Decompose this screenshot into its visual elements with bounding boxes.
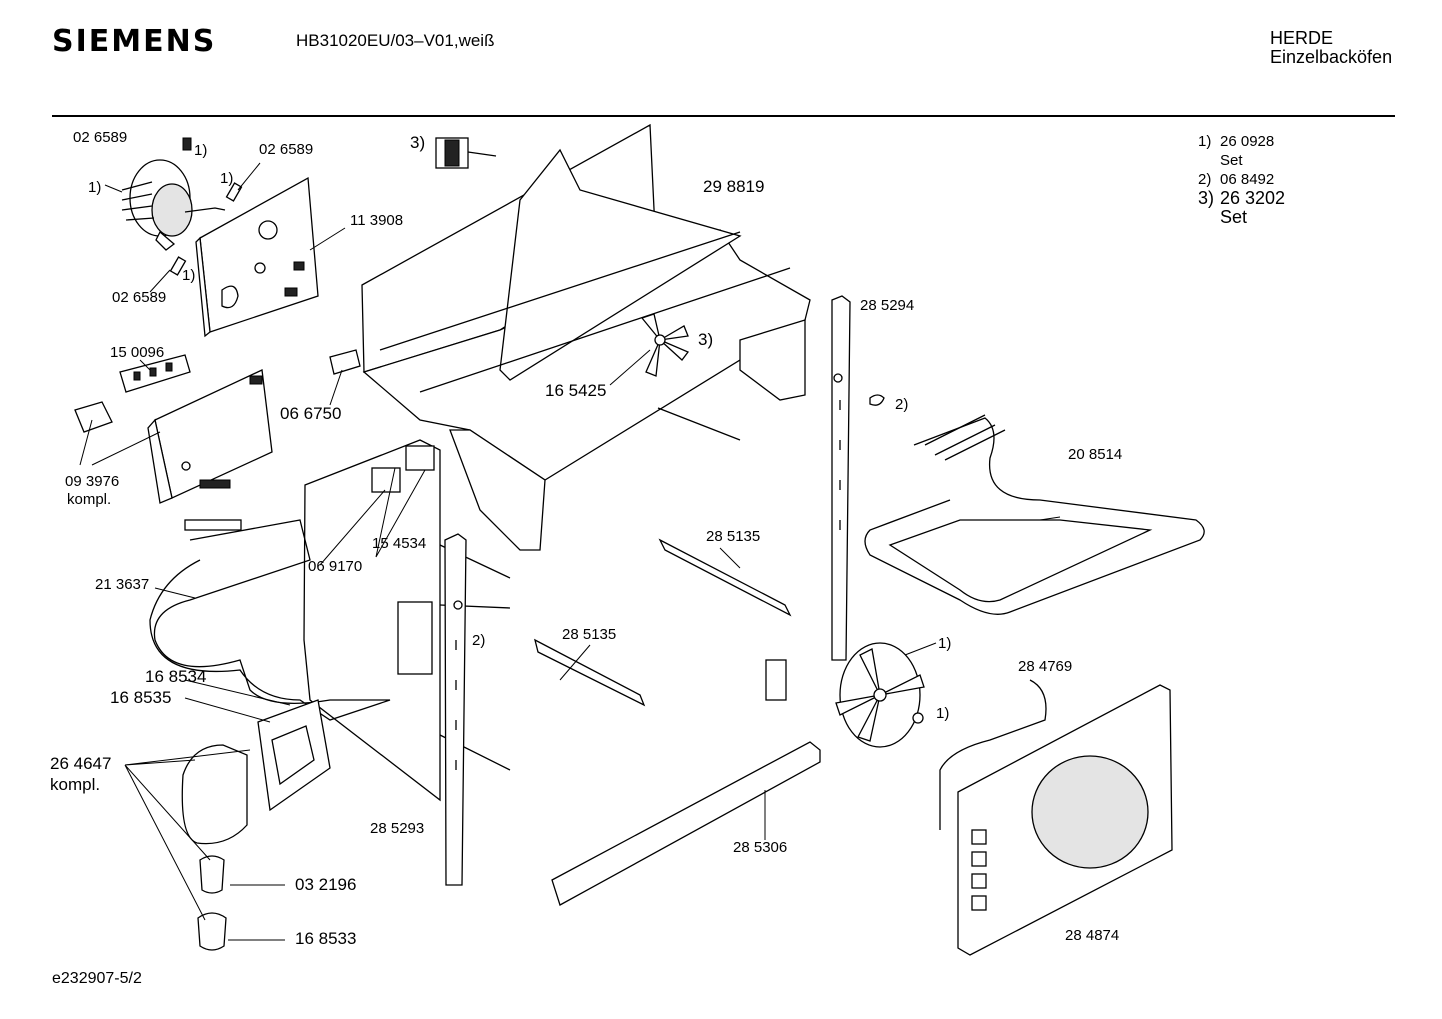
part-label-069170: 06 9170 <box>308 558 362 575</box>
part-label-066750: 06 6750 <box>280 404 341 423</box>
footnote-1: 1) 26 0928 <box>1198 133 1275 150</box>
part-label-026589: 02 6589 <box>73 129 127 146</box>
category-subtitle: Einzelbacköfen <box>1270 47 1393 67</box>
top-cover-housing <box>361 123 811 551</box>
ref-mark-3: 3) <box>698 330 713 349</box>
lamp-assembly <box>181 699 331 951</box>
footnote-2: 2) 06 8492 <box>1198 171 1275 188</box>
leader-lines <box>79 162 1061 941</box>
ref-mark-2: 2) <box>895 396 908 413</box>
thermostat <box>371 445 435 493</box>
part-labels: 02 6589 1) 02 6589 1) 1) 11 3908 1) 02 6… <box>50 129 1122 948</box>
header-divider <box>52 115 1395 117</box>
document-id: e232907-5/2 <box>52 970 142 987</box>
terminal-bracket <box>74 349 361 504</box>
ref-mark-2: 2) <box>472 632 485 649</box>
footnote-1-sub: Set <box>1220 152 1243 169</box>
part-label-168535: 16 8535 <box>110 688 171 707</box>
side-rail-left <box>444 533 467 886</box>
motor-back-plate <box>195 176 319 338</box>
ref-mark-1: 1) <box>182 267 195 284</box>
part-label-026589: 02 6589 <box>259 141 313 158</box>
ref-mark-3: 3) <box>410 133 425 152</box>
footnote-3-sub: Set <box>1220 207 1248 227</box>
ref-mark-1: 1) <box>936 705 949 722</box>
ref-mark-1: 1) <box>194 142 207 159</box>
fan-motor-top <box>435 137 497 169</box>
part-label-284874: 28 4874 <box>1065 927 1119 944</box>
part-label-285135: 28 5135 <box>562 626 616 643</box>
part-label-026589: 02 6589 <box>112 289 166 306</box>
fan-motor <box>121 137 243 276</box>
fan-blade <box>640 313 690 377</box>
model-number: HB31020EU/03–V01,weiß <box>296 31 495 50</box>
bottom-heater <box>149 519 391 721</box>
shelf-supports <box>534 538 821 906</box>
part-label-264647-sub: kompl. <box>50 775 100 794</box>
oven-muffle <box>303 439 511 802</box>
part-label-213637: 21 3637 <box>95 576 149 593</box>
part-label-165425: 16 5425 <box>545 381 606 400</box>
fan-heater-ring <box>939 679 1047 830</box>
part-label-285306: 28 5306 <box>733 839 787 856</box>
part-label-284769: 28 4769 <box>1018 658 1072 675</box>
rear-panel-cover <box>957 684 1173 956</box>
convection-fan <box>835 642 925 748</box>
footnote-3: 3) 26 3202 <box>1198 188 1286 208</box>
part-label-150096: 15 0096 <box>110 344 164 361</box>
part-label-285293: 28 5293 <box>370 820 424 837</box>
small-clip <box>869 394 885 406</box>
side-rail-right <box>831 295 851 661</box>
part-label-168533: 16 8533 <box>295 929 356 948</box>
part-label-285135: 28 5135 <box>706 528 760 545</box>
part-label-264647: 26 4647 <box>50 754 111 773</box>
ref-mark-1: 1) <box>220 170 233 187</box>
part-label-093976: 09 3976 <box>65 473 119 490</box>
footnote-legend: 1) 26 0928 Set 2) 06 8492 3) 26 3202 Set <box>1198 132 1285 227</box>
part-label-093976-sub: kompl. <box>67 491 111 508</box>
part-label-298819: 29 8819 <box>703 177 764 196</box>
category-title: HERDE <box>1270 28 1334 48</box>
part-label-285294: 28 5294 <box>860 297 914 314</box>
part-label-154534: 15 4534 <box>372 535 426 552</box>
ref-mark-1: 1) <box>938 635 951 652</box>
ref-mark-1: 1) <box>88 179 101 196</box>
part-label-032196: 03 2196 <box>295 875 356 894</box>
part-label-168534: 16 8534 <box>145 667 206 686</box>
grill-heater <box>864 414 1205 615</box>
part-label-208514: 20 8514 <box>1068 446 1122 463</box>
brand-logo: SIEMENS <box>52 24 217 59</box>
part-label-113908: 11 3908 <box>350 212 403 229</box>
